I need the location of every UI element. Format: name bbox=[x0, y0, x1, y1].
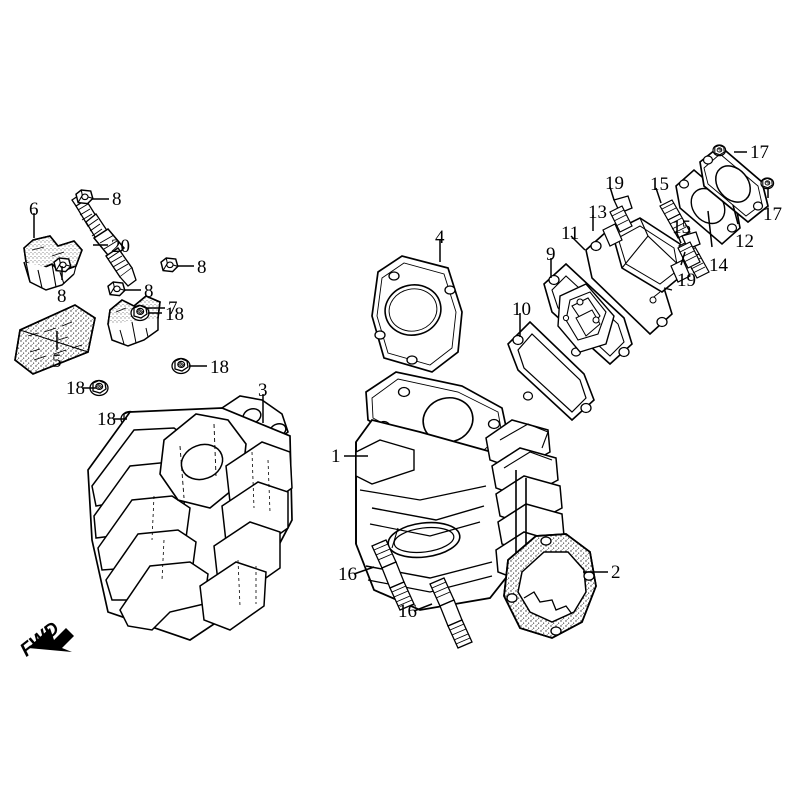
leader-12 bbox=[732, 204, 739, 225]
part-15-insulator-stud-a bbox=[659, 199, 691, 239]
part-8-head-nut-d bbox=[107, 281, 126, 297]
callout-18: 18 bbox=[165, 304, 184, 325]
leader-19 bbox=[680, 251, 686, 266]
part-2-cylinder-base-gasket bbox=[503, 533, 597, 639]
part-7-head-bracket-right bbox=[107, 295, 161, 347]
callout-16: 16 bbox=[338, 564, 357, 585]
callout-16: 16 bbox=[398, 601, 417, 622]
callout-2: 2 bbox=[611, 562, 621, 583]
callout-20: 20 bbox=[111, 236, 130, 257]
part-19-manifold-bolt-b bbox=[670, 231, 701, 283]
part-16-cylinder-stud-b bbox=[429, 577, 473, 649]
part-17-insulator-nut-b bbox=[760, 177, 775, 190]
part-4-cylinder-head-gasket bbox=[371, 255, 463, 373]
part-19-manifold-bolt-a bbox=[602, 195, 633, 247]
callout-8: 8 bbox=[197, 257, 207, 278]
callout-7: 7 bbox=[168, 298, 178, 319]
part-9-reed-valve bbox=[543, 262, 633, 366]
callout-13: 13 bbox=[588, 202, 607, 223]
callout-18: 18 bbox=[66, 378, 85, 399]
callout-8: 8 bbox=[112, 189, 122, 210]
callout-4: 4 bbox=[435, 227, 445, 248]
callout-8: 8 bbox=[57, 286, 67, 307]
leader-15 bbox=[675, 230, 682, 244]
leader-15 bbox=[655, 187, 662, 204]
part-16-cylinder-stud-a bbox=[371, 539, 415, 611]
callout-18: 18 bbox=[97, 409, 116, 430]
leader-14 bbox=[707, 210, 713, 248]
part-18-flange-nut-a bbox=[171, 357, 191, 375]
fwd-arrow-head bbox=[28, 628, 74, 652]
part-3-cylinder-head bbox=[87, 395, 293, 641]
callout-leaders bbox=[33, 151, 769, 612]
callout-3: 3 bbox=[258, 380, 268, 401]
leader-16 bbox=[413, 603, 433, 612]
callout-14: 14 bbox=[709, 255, 728, 276]
part-20-spark-plug bbox=[71, 195, 137, 287]
callout-18: 18 bbox=[210, 357, 229, 378]
part-8-head-nut-a bbox=[75, 189, 94, 205]
callout-15: 15 bbox=[672, 217, 691, 238]
callout-11: 11 bbox=[561, 223, 580, 244]
callout-19: 19 bbox=[605, 173, 624, 194]
callout-1: 1 bbox=[331, 446, 341, 467]
callout-17: 17 bbox=[750, 142, 769, 163]
part-17-insulator-nut-a bbox=[712, 144, 727, 157]
callout-19: 19 bbox=[677, 270, 696, 291]
callout-10: 10 bbox=[512, 299, 531, 320]
leader-11 bbox=[570, 235, 586, 251]
part-8-head-nut-c bbox=[160, 257, 179, 273]
part-10-reed-valve-gasket bbox=[507, 320, 595, 422]
callout-6: 6 bbox=[29, 199, 39, 220]
part-1-cylinder bbox=[355, 371, 565, 611]
callout-5: 5 bbox=[52, 351, 62, 372]
callout-15: 15 bbox=[650, 174, 669, 195]
part-5-head-cover-plate bbox=[14, 304, 96, 375]
callout-9: 9 bbox=[546, 244, 556, 265]
callout-17: 17 bbox=[763, 204, 782, 225]
leader-16 bbox=[353, 566, 375, 575]
callout-12: 12 bbox=[735, 231, 754, 252]
part-14-insulator-gasket bbox=[675, 168, 741, 246]
leader-19 bbox=[609, 186, 615, 201]
callout-8: 8 bbox=[144, 281, 154, 302]
part-6-head-bracket-left bbox=[23, 235, 83, 291]
